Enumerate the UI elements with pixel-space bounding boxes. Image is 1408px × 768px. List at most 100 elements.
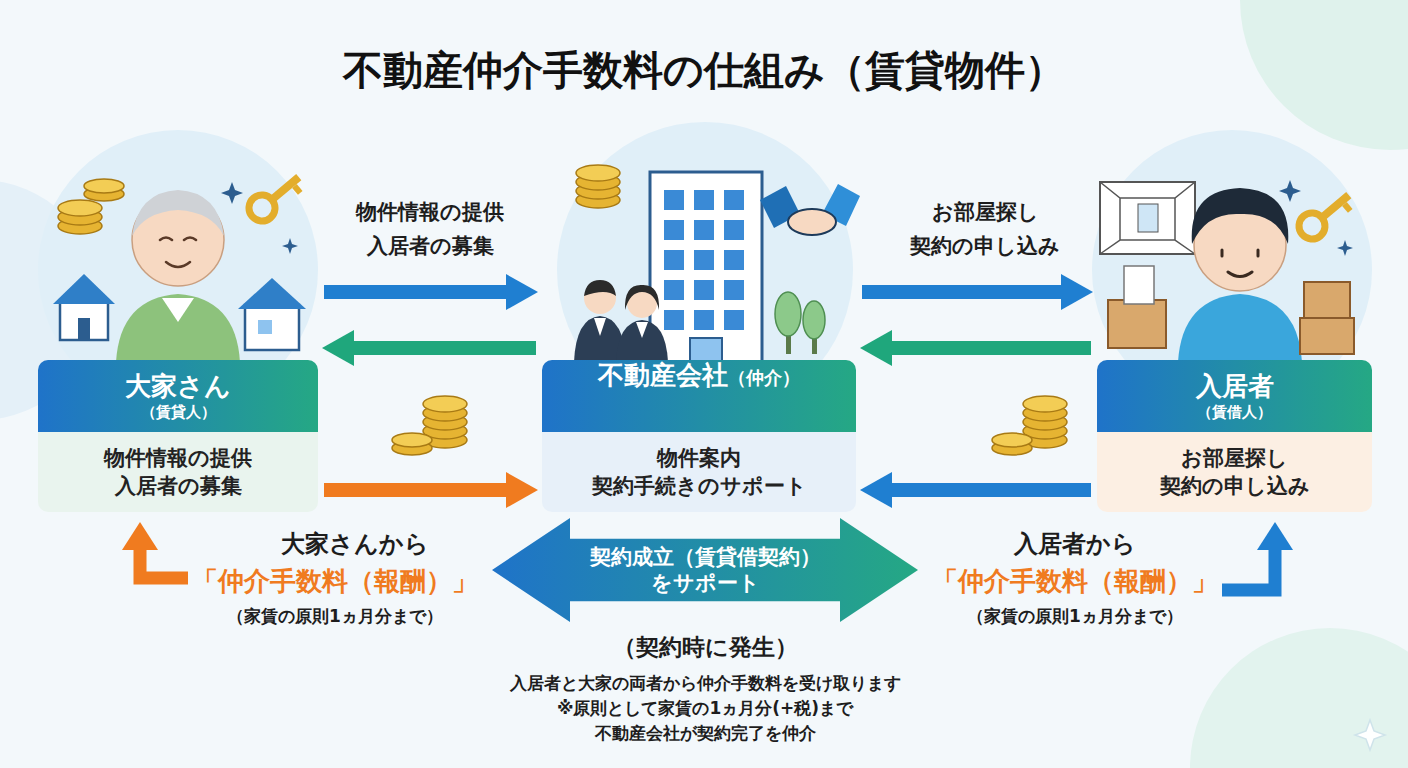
sparkle: [1355, 720, 1385, 750]
staff-collar: [636, 322, 648, 338]
room-frame: [1100, 182, 1195, 254]
house-wall: [60, 300, 108, 340]
landlord-face: [160, 238, 196, 268]
tenant-face: [1222, 250, 1258, 277]
tenant-figure: [1178, 188, 1302, 362]
role-band: 不動産会社（仲介）: [542, 360, 856, 432]
sparkle: [1279, 180, 1301, 202]
staff-figure: [616, 285, 668, 362]
box-icon: [1108, 266, 1354, 354]
house-window: [258, 320, 272, 334]
fee-arrow: [1222, 548, 1275, 590]
flow-arrow: [892, 483, 1091, 497]
coin-stack: [392, 396, 467, 455]
role-box: 大家さん（賃貸人） 物件情報の提供 入居者の募集: [38, 150, 318, 512]
fee-arrow-head: [1257, 522, 1293, 550]
note-label: （家賃の原則1ヵ月分まで）: [967, 605, 1183, 628]
background-blob: [1240, 0, 1408, 150]
role-subname: （賃貸人）: [141, 403, 216, 421]
hands: [788, 209, 836, 235]
role-name: 不動産会社: [598, 360, 728, 391]
role-subname: （仲介）: [728, 367, 800, 389]
room-icon: [1100, 182, 1195, 254]
flow-arrow: [324, 483, 506, 497]
coin: [576, 165, 620, 181]
role-description: 物件情報の提供 入居者の募集: [73, 444, 283, 501]
key-tooth: [292, 184, 302, 195]
tenant-body: [1178, 294, 1302, 362]
note-label: ※原則として家賃の1ヵ月分(+税)まで: [557, 697, 853, 720]
note-label: （契約時に発生）: [613, 632, 798, 663]
tree-icon: [775, 292, 825, 354]
landlord-collar: [162, 298, 194, 322]
building-wall: [650, 172, 762, 362]
role-description: お部屋探し 契約の申し込み: [1132, 444, 1337, 501]
coin: [1023, 396, 1067, 412]
cardboard-box: [1304, 282, 1350, 318]
role-box: 入居者（賃借人） お部屋探し 契約の申し込み: [1097, 150, 1372, 512]
sparkle: [282, 238, 298, 254]
edge-label: 物件情報の提供 入居者の募集: [330, 196, 530, 263]
tree-crown: [775, 292, 801, 336]
cardboard-box: [1300, 318, 1354, 354]
tenant-hair: [1192, 188, 1289, 244]
role-band: 入居者（賃借人）: [1097, 360, 1372, 432]
note-label: 「仲介手数料（報酬）」: [932, 564, 1218, 599]
coin: [84, 179, 124, 193]
role-body: 物件情報の提供 入居者の募集: [38, 432, 318, 512]
document: [1124, 266, 1154, 304]
note-label: 大家さんから: [281, 528, 429, 560]
sparkle: [221, 182, 243, 204]
tree-crown: [803, 301, 825, 339]
diagram-title: 不動産仲介手数料の仕組み（賃貸物件）: [0, 46, 1408, 94]
staff-collar: [594, 318, 606, 336]
building-entrance: [690, 338, 722, 362]
house-door: [78, 318, 90, 340]
background-blob: [1190, 628, 1408, 768]
flow-arrow: [324, 285, 506, 299]
handshake-icon: [760, 184, 860, 235]
note-label: 入居者と大家の両者から仲介手数料を受け取ります: [510, 672, 901, 695]
role-name: 入居者: [1196, 371, 1274, 402]
arrow-band: 契約成立（賃貸借契約） をサポート: [492, 518, 918, 622]
flow-arrow: [892, 341, 1091, 355]
house-icon: [238, 278, 306, 350]
key-icon: [1294, 185, 1357, 244]
note-label: 「仲介手数料（報酬）」: [192, 564, 478, 599]
role-description: 物件案内 契約手続きのサポート: [583, 444, 815, 501]
room-window: [1138, 204, 1158, 232]
coin-stack: [576, 165, 620, 208]
staff-body: [616, 320, 668, 362]
role-body: 物件案内 契約手続きのサポート: [542, 432, 856, 512]
double-arrow-shape: [492, 518, 918, 622]
double-arrow-fill: [492, 518, 918, 622]
fee-arrow: [140, 548, 188, 578]
room-lines: [1100, 182, 1195, 254]
role-body: お部屋探し 契約の申し込み: [1097, 432, 1372, 512]
edge-label: お部屋探し 契約の申し込み: [885, 196, 1085, 263]
fee-arrow-head: [122, 522, 158, 550]
house-roof: [53, 274, 115, 304]
building-icon: [650, 172, 762, 362]
coin-stack: [992, 396, 1067, 455]
house-wall: [245, 305, 299, 350]
role-box: 不動産会社（仲介） 物件案内 契約手続きのサポート: [542, 150, 856, 512]
sparkle: [1337, 240, 1353, 256]
key-tooth: [1342, 202, 1352, 213]
coin: [392, 433, 432, 447]
landlord-hair: [132, 190, 224, 236]
note-label: 入居者から: [1014, 528, 1136, 560]
house-roof: [238, 278, 306, 309]
cardboard-box: [1108, 300, 1166, 348]
note-label: （家賃の原則1ヵ月分まで）: [227, 605, 443, 628]
role-name: 大家さん: [125, 371, 231, 402]
coin: [992, 433, 1032, 447]
landlord-body: [116, 294, 240, 362]
house-icon: [53, 274, 115, 340]
building-windows: [660, 186, 752, 336]
coin-stack: [58, 179, 124, 234]
staff-hair: [584, 280, 616, 296]
staff-hair: [625, 285, 659, 310]
key-icon: [244, 167, 307, 226]
